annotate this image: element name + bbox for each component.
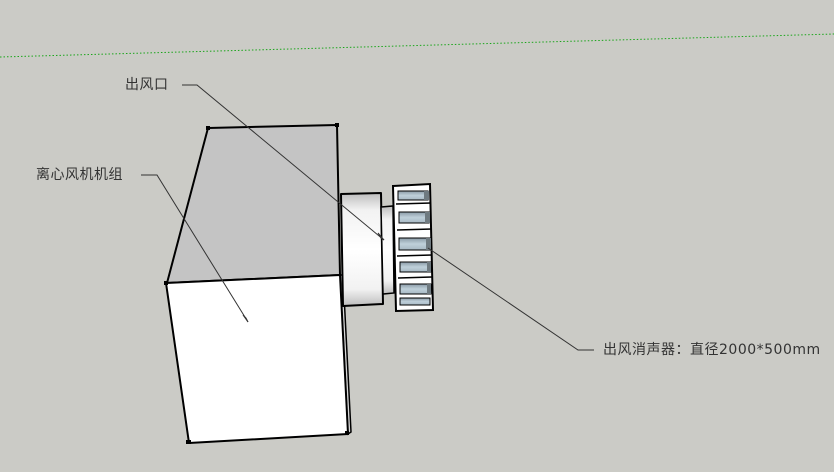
fan-unit-box[interactable] — [164, 123, 352, 444]
silencer-slat — [397, 190, 429, 201]
leader-silencer — [427, 247, 594, 351]
horizon-axis-line — [0, 33, 834, 58]
silencer-slat — [399, 297, 431, 306]
label-silencer[interactable]: 出风消声器：直径2000*500mm — [603, 342, 821, 358]
outlet-collar[interactable] — [340, 192, 395, 307]
leader-fan-unit — [141, 174, 249, 323]
silencer-slat — [399, 261, 432, 273]
silencer-slat — [399, 283, 432, 295]
box-front-face[interactable] — [165, 274, 349, 444]
leader-outlet — [182, 84, 385, 241]
box-top-face[interactable] — [166, 124, 341, 284]
silencer-slat — [398, 237, 431, 251]
label-outlet[interactable]: 出风口 — [125, 77, 169, 93]
silencer-slat — [398, 211, 430, 224]
outlet-silencer[interactable] — [391, 182, 435, 313]
label-fan-unit[interactable]: 离心风机机组 — [36, 167, 123, 183]
